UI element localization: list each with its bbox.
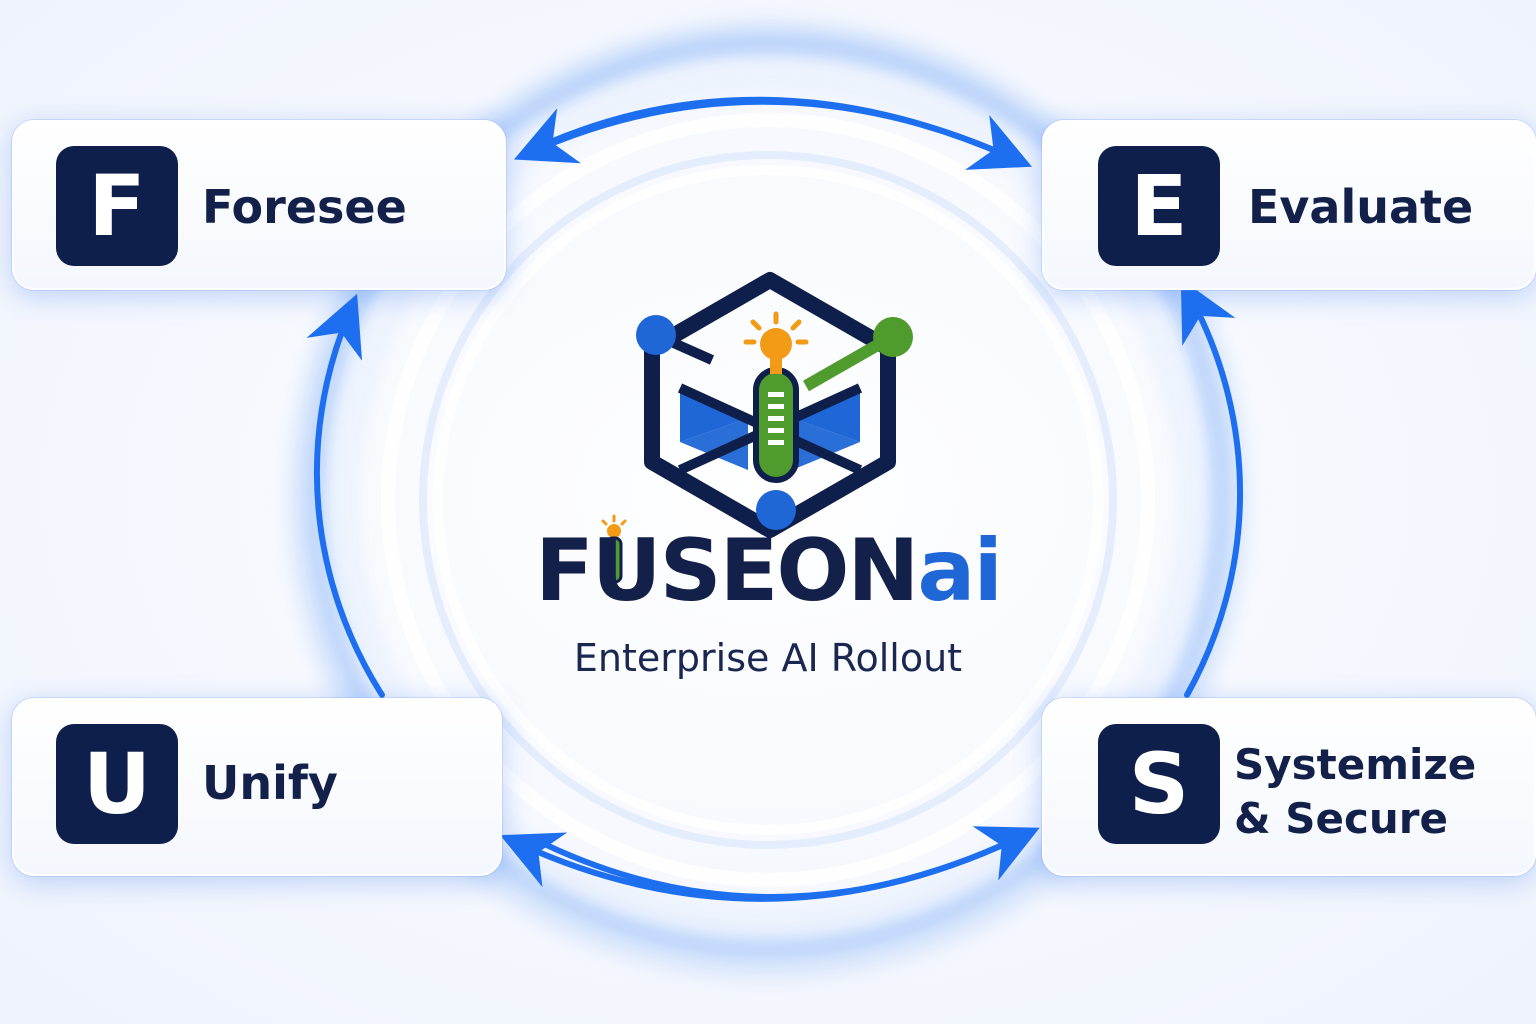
- brand-name-main: FUSEON: [535, 521, 919, 621]
- hexagon-network-logo: [636, 272, 913, 538]
- step-card-systemize-secure: S Systemize & Secure: [1042, 698, 1536, 876]
- brand-name-suffix: ai: [917, 521, 1003, 621]
- step-card-foresee: F Foresee: [12, 120, 506, 290]
- brand-tagline: Enterprise AI Rollout: [573, 636, 963, 680]
- step-letter-tile: U: [56, 724, 178, 844]
- step-card-unify: U Unify: [12, 698, 502, 876]
- step-card-evaluate: E Evaluate: [1042, 120, 1536, 290]
- step-letter-tile: F: [56, 146, 178, 266]
- step-label: Systemize & Secure: [1234, 738, 1476, 846]
- step-label: Foresee: [202, 180, 407, 234]
- step-letter-tile: E: [1098, 146, 1220, 266]
- step-label-line1: Systemize: [1234, 740, 1477, 789]
- brand-name: FUSEONai: [0, 528, 1536, 614]
- step-label: Unify: [202, 756, 338, 810]
- cycle-arrows: [306, 96, 1244, 902]
- step-label: Evaluate: [1248, 180, 1474, 234]
- test-tube-lightbulb-icon: [601, 514, 627, 584]
- step-label-line2: & Secure: [1234, 794, 1448, 843]
- step-letter-tile: S: [1098, 724, 1220, 844]
